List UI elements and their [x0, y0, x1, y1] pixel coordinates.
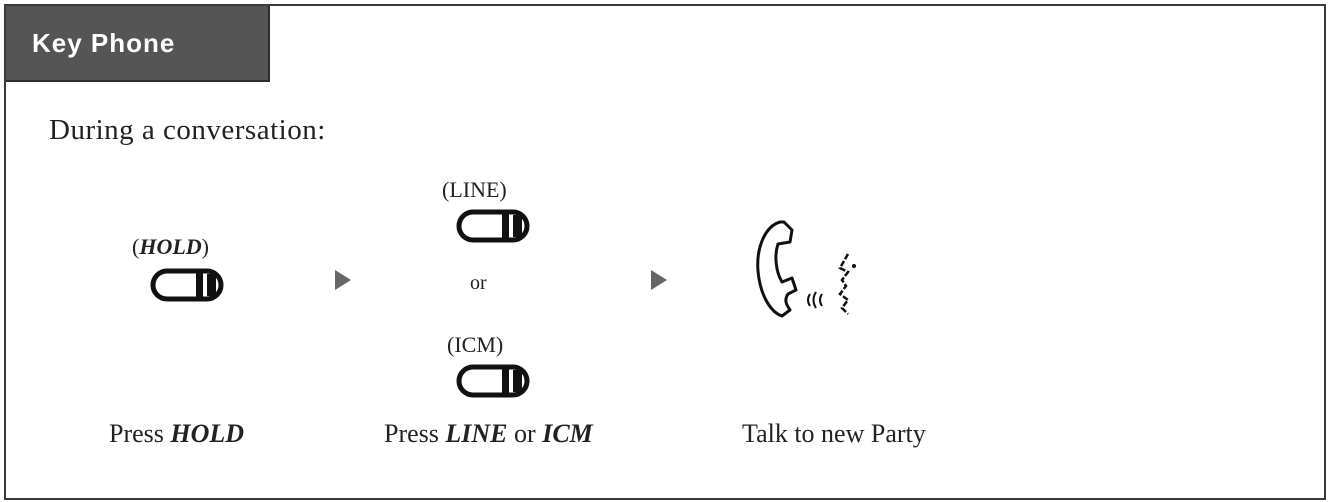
caption-line-key: LINE [445, 419, 508, 448]
hold-key-label-text: HOLD [139, 234, 202, 259]
caption-press-hold: Press HOLD [109, 419, 244, 449]
icm-key-label: (ICM) [447, 332, 504, 357]
caption-press-hold-key: HOLD [170, 419, 245, 448]
icm-key-icon [456, 364, 530, 398]
or-text: or [470, 272, 487, 294]
header-title: Key Phone [32, 28, 176, 58]
caption-press-line-icm: Press LINE or ICM [384, 419, 593, 449]
arrow-icon-2 [651, 270, 667, 290]
intro-text: During a conversation: [49, 114, 326, 146]
icm-key-label-text: ICM [454, 332, 496, 357]
hold-key-label: (HOLD) [132, 234, 209, 259]
instruction-panel: Key Phone During a conversation: (HOLD) … [4, 4, 1326, 500]
caption-icm-key: ICM [542, 419, 593, 448]
caption-talk: Talk to new Party [742, 419, 926, 448]
caption-press-line-prefix: Press [384, 419, 446, 448]
line-key-icon [456, 209, 530, 243]
caption-press-hold-prefix: Press [109, 419, 171, 448]
handset-talking-icon [756, 220, 856, 318]
hold-key-icon [150, 268, 224, 302]
line-key-label-text: LINE [449, 177, 500, 202]
line-key-label: (LINE) [442, 177, 507, 202]
arrow-icon-1 [335, 270, 351, 290]
header-tab: Key Phone [6, 6, 270, 82]
caption-or-text: or [507, 419, 543, 448]
